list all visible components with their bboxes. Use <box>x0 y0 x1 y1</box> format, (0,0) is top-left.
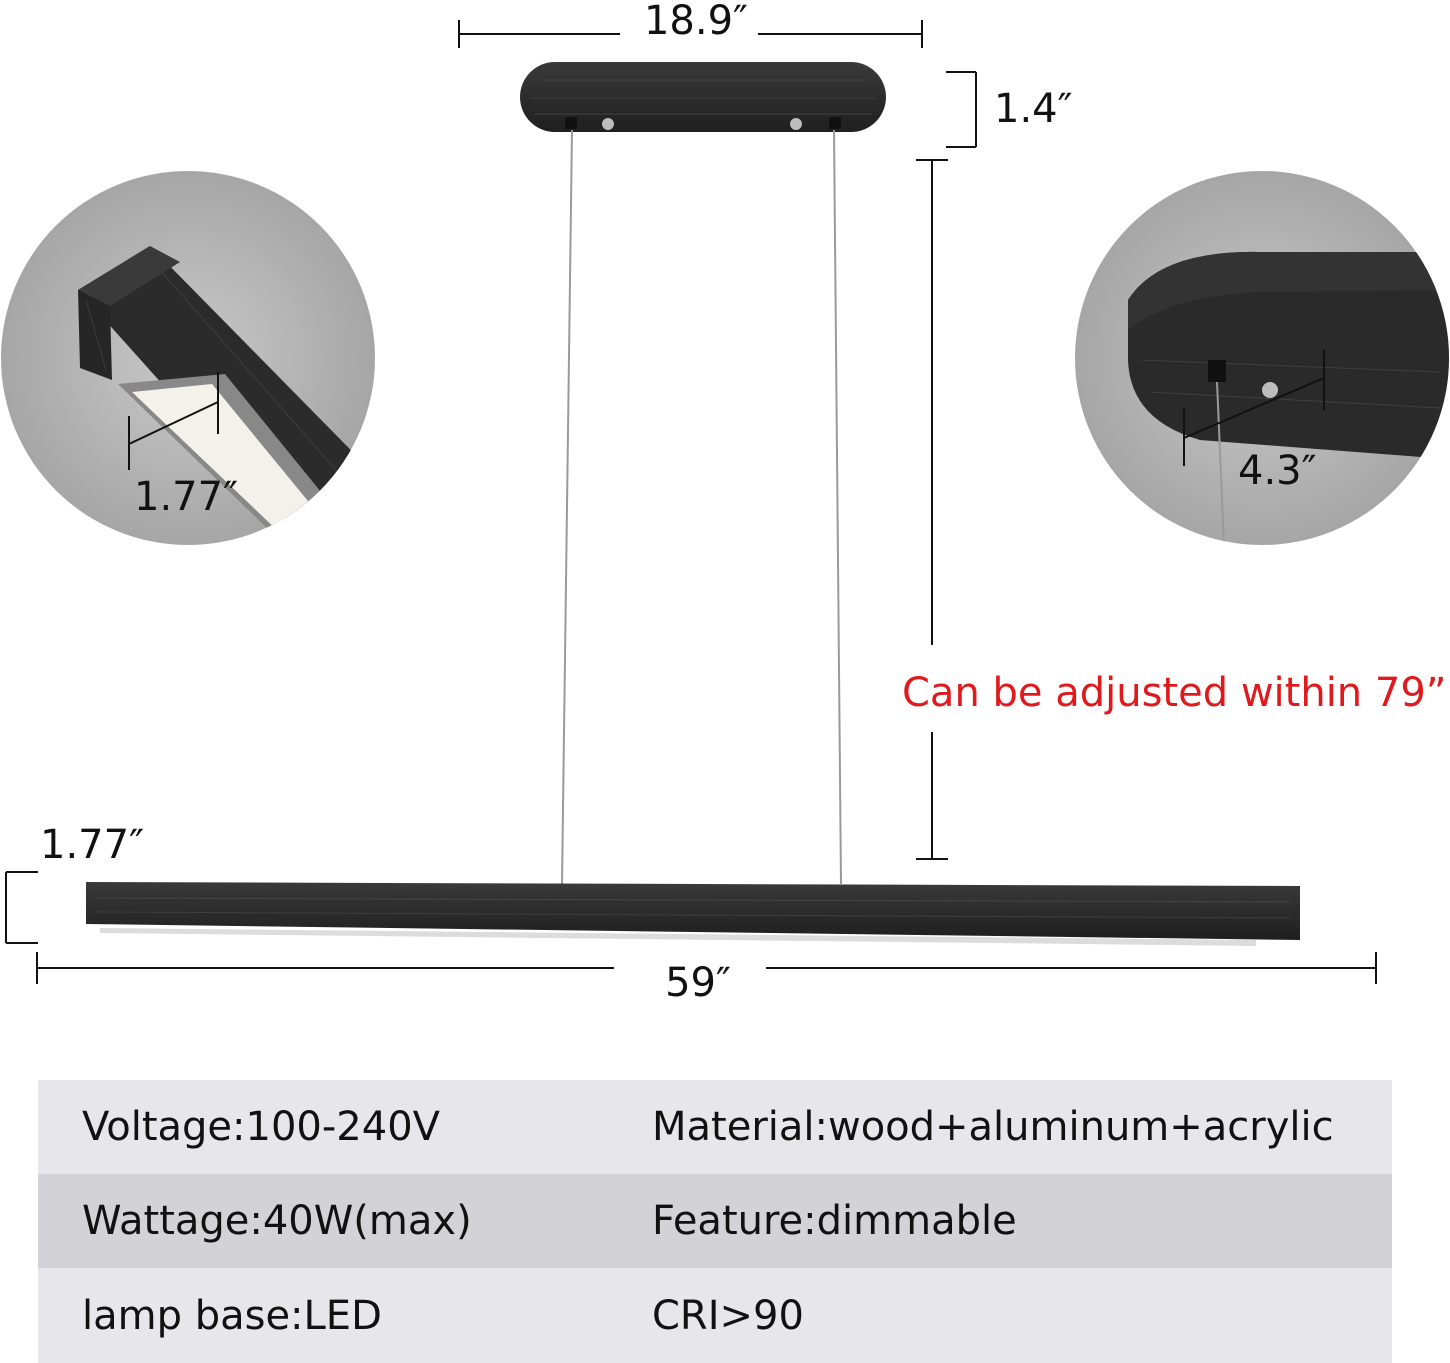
spec-material: Material:wood+aluminum+acrylic <box>652 1104 1334 1150</box>
spec-row: Voltage:100-240V Material:wood+aluminum+… <box>38 1080 1392 1174</box>
spec-lamp-base: lamp base:LED <box>82 1292 382 1339</box>
bar-length-label: 59″ <box>665 960 731 1006</box>
bar-height-dimension: 1.77″ <box>5 822 144 944</box>
canopy-width-dimension: 18.9″ <box>458 0 923 48</box>
suspension-cable-left <box>561 129 573 885</box>
spec-feature: Feature:dimmable <box>652 1198 1017 1244</box>
detail-bar-width-label: 1.77″ <box>134 474 238 520</box>
adjustable-height-note: Can be adjusted within 79” <box>902 670 1447 716</box>
spec-row: Wattage:40W(max) Feature:dimmable <box>38 1174 1392 1268</box>
ceiling-canopy <box>520 62 886 132</box>
spec-voltage: Voltage:100-240V <box>82 1104 441 1150</box>
detail-mount-spacing-label: 4.3″ <box>1238 448 1317 494</box>
bar-height-label: 1.77″ <box>40 822 144 868</box>
canopy-height-dimension: 1.4″ <box>946 71 1073 148</box>
canopy-height-label: 1.4″ <box>994 86 1073 132</box>
bar-length-dimension: 59″ <box>36 952 1377 1006</box>
spec-table: Voltage:100-240V Material:wood+aluminum+… <box>38 1080 1392 1363</box>
canopy-width-label: 18.9″ <box>644 0 748 44</box>
led-light-bar <box>86 882 1300 946</box>
spec-cri: CRI>90 <box>652 1292 804 1339</box>
detail-bar-profile: 1.77″ <box>1 171 375 545</box>
detail-canopy-underside: 4.3″ <box>1075 171 1449 545</box>
pendant-light-diagram: 18.9″ 1.4″ Can be adjusted within 79” 1.… <box>1 0 1449 1006</box>
suspension-cable-right <box>833 129 842 885</box>
spec-row: lamp base:LED CRI>90 <box>38 1268 1392 1363</box>
spec-wattage: Wattage:40W(max) <box>82 1198 472 1244</box>
adjustable-height-dimension <box>916 159 948 860</box>
